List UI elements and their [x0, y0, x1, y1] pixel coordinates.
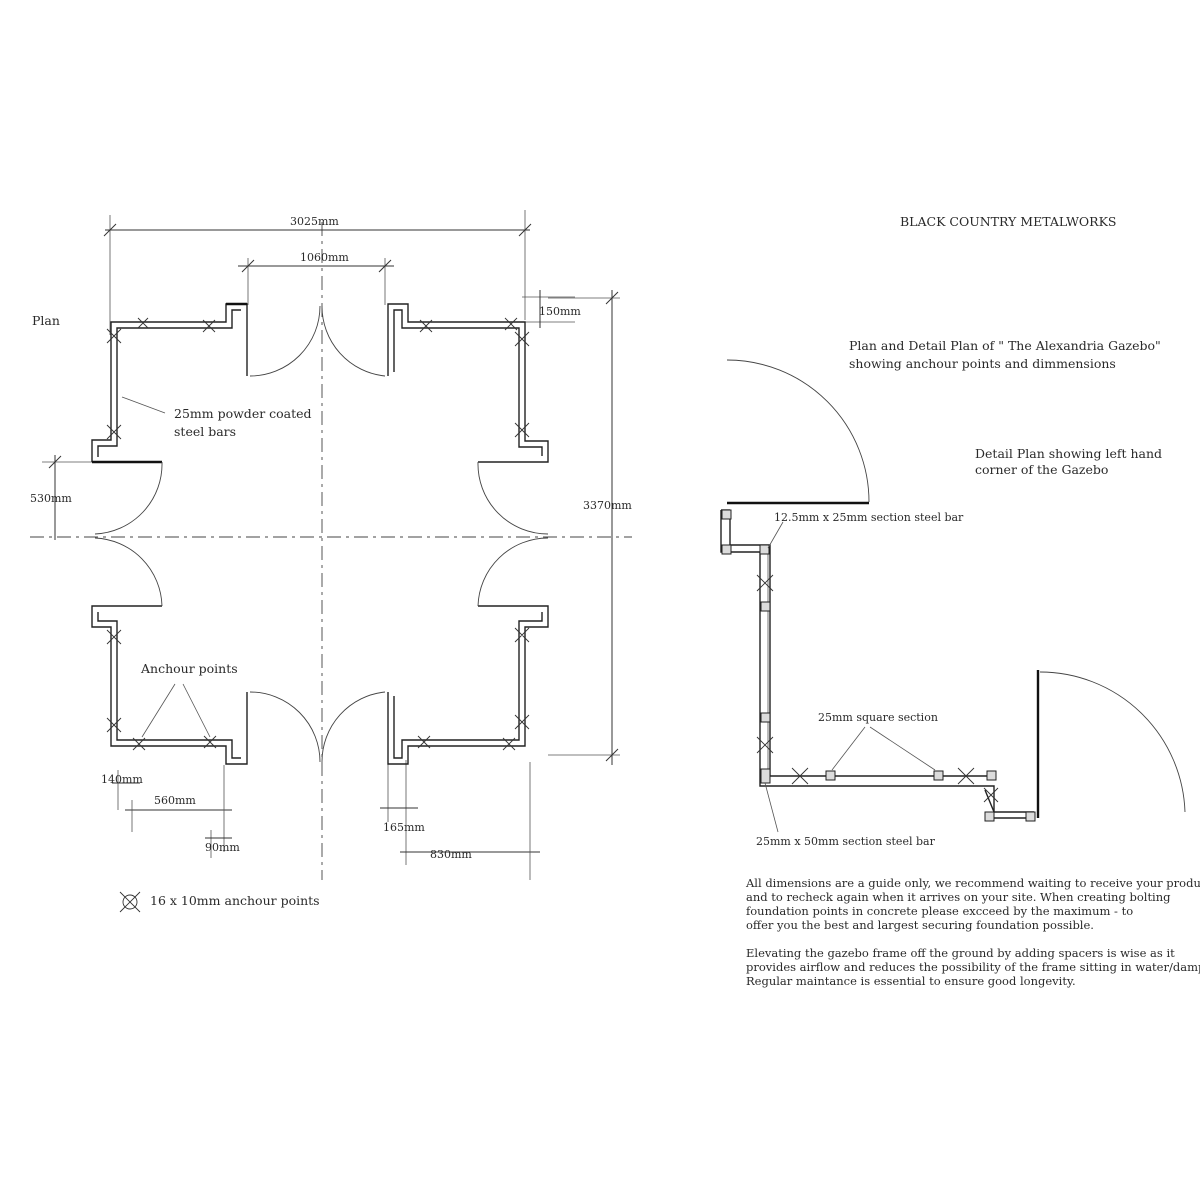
detail-title-line-1: Detail Plan showing left hand	[975, 446, 1162, 461]
note-line: foundation points in concrete please exc…	[746, 904, 1133, 918]
detail-plan	[720, 359, 1186, 833]
note-line: provides airflow and reduces the possibi…	[746, 960, 1200, 974]
dim-140: 140mm	[101, 773, 143, 786]
dim-165: 165mm	[383, 821, 425, 834]
dim-830: 830mm	[430, 848, 472, 861]
anchour-points	[106, 317, 530, 751]
dim-150: 150mm	[539, 305, 581, 318]
title-line-2: showing anchour points and dimmensions	[849, 356, 1116, 371]
dim-overall-width: 3025mm	[290, 215, 339, 228]
note-line: Elevating the gazebo frame off the groun…	[746, 946, 1175, 960]
company-name: BLACK COUNTRY METALWORKS	[900, 214, 1117, 229]
note-line: All dimensions are a guide only, we reco…	[745, 876, 1200, 890]
dim-560: 560mm	[154, 794, 196, 807]
plan-label: Plan	[32, 313, 60, 328]
notes-block: All dimensions are a guide only, we reco…	[745, 876, 1200, 988]
dim-door-width: 1060mm	[300, 251, 349, 264]
legend-label: 16 x 10mm anchour points	[150, 893, 320, 908]
legend-anchour-icon	[119, 891, 141, 913]
title-line-1: Plan and Detail Plan of " The Alexandria…	[849, 338, 1161, 353]
label-powder-line-1: 25mm powder coated	[174, 406, 312, 421]
note-line: and to recheck again when it arrives on …	[746, 890, 1171, 904]
label-section-25sq: 25mm square section	[818, 711, 938, 724]
plan-walls	[91, 302, 549, 765]
note-line: Regular maintance is essential to ensure…	[746, 974, 1076, 988]
label-section-12: 12.5mm x 25mm section steel bar	[774, 511, 964, 524]
main-plan	[30, 210, 632, 913]
label-section-25x50: 25mm x 50mm section steel bar	[756, 835, 936, 848]
door-swings	[94, 305, 549, 763]
dim-530: 530mm	[30, 492, 72, 505]
note-line: offer you the best and largest securing …	[746, 918, 1094, 932]
label-powder-line-2: steel bars	[174, 424, 236, 439]
dim-overall-depth: 3370mm	[583, 499, 632, 512]
dim-90: 90mm	[205, 841, 240, 854]
detail-title-line-2: corner of the Gazebo	[975, 462, 1108, 477]
label-anchour-points: Anchour points	[140, 661, 238, 676]
